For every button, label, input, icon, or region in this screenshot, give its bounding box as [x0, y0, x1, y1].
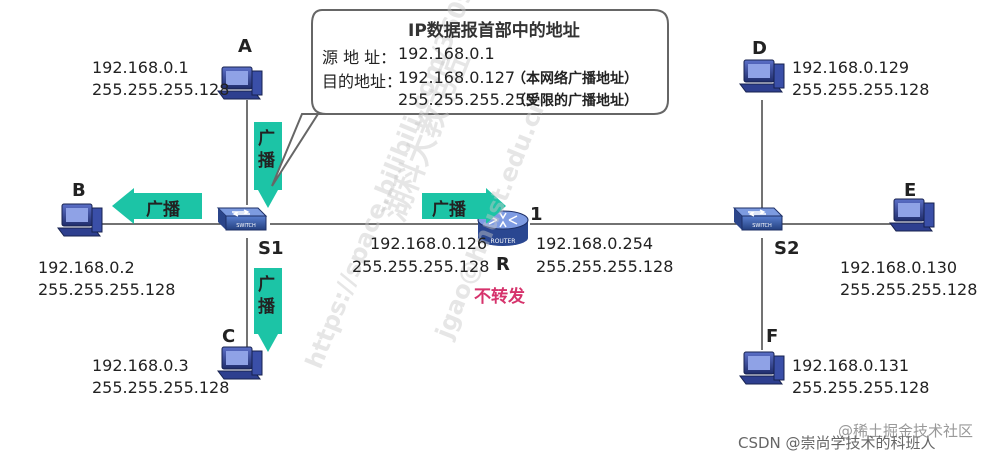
host-c-mask: 255.255.255.128 [92, 378, 230, 397]
host-c-label: C [222, 326, 236, 347]
broadcast-arrow-right-r [422, 188, 506, 224]
broadcast-label-a: 广播 [258, 129, 275, 171]
switch-s1-label: S1 [258, 238, 284, 259]
broadcast-arrows [112, 122, 506, 352]
router-icon: ROUTER [477, 210, 529, 246]
broadcast-label-r: 广播 [432, 200, 466, 220]
host-e-mask: 255.255.255.128 [840, 280, 978, 299]
not-forward-label: 不转发 [474, 287, 525, 307]
callout-box [271, 9, 669, 187]
router-if0-mask: 255.255.255.128 [352, 257, 490, 276]
host-e-icon [889, 198, 935, 232]
host-d-icon [739, 59, 785, 93]
callout-dst-label: 目的地址： [322, 72, 403, 91]
host-c-icon [217, 346, 263, 380]
router-if1-mask: 255.255.255.128 [536, 257, 674, 276]
callout-title: IP数据报首部中的地址 [408, 21, 580, 41]
host-f-label: F [766, 326, 779, 347]
router-if1-ip: 192.168.0.254 [536, 234, 654, 253]
broadcast-arrow-down-c [254, 268, 282, 352]
switch-s1-icon [217, 207, 267, 231]
switch-s2-icon [733, 207, 783, 231]
host-e-label: E [904, 180, 917, 201]
broadcast-label-c: 广播 [258, 275, 275, 317]
callout-src-label: 源 地 址： [322, 48, 397, 67]
svg-text:ROUTER: ROUTER [491, 238, 516, 245]
broadcast-arrow-left-b [112, 188, 202, 224]
host-b-label: B [72, 180, 86, 201]
callout-dst-value1: 192.168.0.127 [398, 68, 516, 87]
host-e-ip: 192.168.0.130 [840, 258, 958, 277]
host-f-mask: 255.255.255.128 [792, 378, 930, 397]
host-b-ip: 192.168.0.2 [38, 258, 135, 277]
host-f-ip: 192.168.0.131 [792, 356, 910, 375]
footer-credit: CSDN @崇尚学技术的科班人 [738, 434, 936, 452]
host-a-label: A [238, 36, 252, 57]
router-if1-label: 1 [530, 204, 543, 225]
callout-dst-value2: 255.255.255.255 [398, 90, 536, 109]
host-d-label: D [752, 38, 767, 59]
switch-s2-label: S2 [774, 238, 800, 259]
router-label: R [496, 254, 510, 275]
router-if0-ip: 192.168.0.126 [370, 234, 488, 253]
host-b-mask: 255.255.255.128 [38, 280, 176, 299]
host-c-ip: 192.168.0.3 [92, 356, 189, 375]
callout-dst-note2: （受限的广播地址） [512, 93, 638, 109]
host-f-icon [739, 351, 785, 385]
host-d-mask: 255.255.255.128 [792, 80, 930, 99]
host-a-ip: 192.168.0.1 [92, 58, 189, 77]
footer-watermark-juejin: @稀土掘金技术社区 [838, 422, 974, 440]
host-b-icon [57, 203, 103, 237]
broadcast-label-b: 广播 [146, 200, 180, 220]
host-d-ip: 192.168.0.129 [792, 58, 910, 77]
callout-dst-note1: （本网络广播地址） [512, 71, 638, 87]
links [100, 100, 900, 350]
callout-src-value: 192.168.0.1 [398, 44, 495, 63]
host-a-mask: 255.255.255.128 [92, 80, 230, 99]
